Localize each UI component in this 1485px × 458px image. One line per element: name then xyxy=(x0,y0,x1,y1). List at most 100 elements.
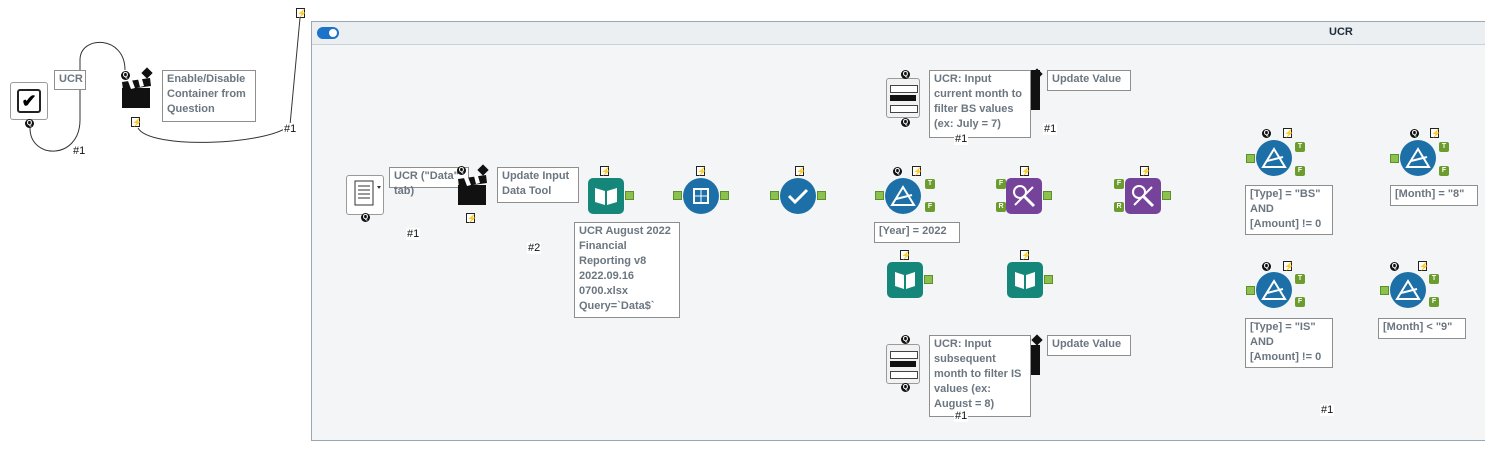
question-anchor-icon[interactable]: Q xyxy=(901,335,910,344)
bolt-icon[interactable]: ⚡ xyxy=(912,166,923,176)
bolt-icon[interactable]: ⚡ xyxy=(600,166,611,176)
bolt-icon[interactable]: ⚡ xyxy=(131,117,142,127)
question-anchor-icon[interactable]: Q xyxy=(1410,129,1419,138)
connection-label: #1 xyxy=(283,123,298,135)
clapperboard-icon xyxy=(122,78,151,108)
join-tool-1[interactable] xyxy=(1006,178,1042,214)
join-icon xyxy=(1013,185,1036,208)
text-input-tool[interactable] xyxy=(346,175,384,215)
false-anchor[interactable]: F xyxy=(1429,297,1439,307)
input-anchor[interactable] xyxy=(1390,154,1399,163)
action-tool-bottom[interactable] xyxy=(1031,345,1040,375)
question-anchor-icon[interactable]: Q xyxy=(457,166,466,175)
question-anchor-icon[interactable]: Q xyxy=(901,118,910,127)
input-anchor[interactable] xyxy=(1246,154,1255,163)
output-anchor[interactable] xyxy=(1043,191,1052,200)
container-toggle[interactable] xyxy=(317,27,339,39)
input-anchor[interactable] xyxy=(673,191,682,200)
filter-icon xyxy=(1261,279,1287,300)
filter-tool-is[interactable] xyxy=(1256,272,1292,308)
container-title: UCR xyxy=(1329,26,1353,38)
check-tool[interactable] xyxy=(780,178,816,214)
false-anchor[interactable]: F xyxy=(1439,166,1449,176)
bolt-icon[interactable]: ⚡ xyxy=(1430,128,1441,138)
check-icon xyxy=(787,188,809,205)
bolt-icon[interactable]: ⚡ xyxy=(1140,166,1151,176)
bs-filter-comment: [Type] = "BS" AND [Amount] != 0 xyxy=(1245,185,1333,235)
container-header[interactable] xyxy=(312,22,1485,45)
bolt-icon[interactable]: ⚡ xyxy=(795,166,806,176)
output-anchor[interactable] xyxy=(625,191,634,200)
input-anchor[interactable] xyxy=(1380,286,1389,295)
dropdown-tool-bottom[interactable] xyxy=(886,344,920,384)
input-data-tool[interactable] xyxy=(588,178,624,214)
bolt-icon[interactable]: ⚡ xyxy=(900,250,911,260)
update-input-comment: Update Input Data Tool xyxy=(497,167,579,203)
connection-label: #1 xyxy=(954,133,969,145)
question-anchor-icon[interactable]: Q xyxy=(1262,262,1271,271)
connection-label: #1 xyxy=(954,410,969,422)
join-tool-2[interactable] xyxy=(1125,178,1161,214)
output-anchor[interactable] xyxy=(817,191,826,200)
connection-label: #1 xyxy=(1043,123,1058,135)
input-data-tool-2[interactable] xyxy=(887,262,923,298)
right-anchor[interactable]: R xyxy=(1114,202,1124,212)
true-anchor[interactable]: T xyxy=(1439,142,1449,152)
output-anchor[interactable] xyxy=(1162,191,1171,200)
bolt-icon[interactable]: ⚡ xyxy=(1020,166,1031,176)
false-anchor[interactable]: F xyxy=(925,202,935,212)
question-anchor-icon[interactable]: Q xyxy=(361,213,370,222)
true-anchor[interactable]: T xyxy=(1295,142,1305,152)
input-file-comment: UCR August 2022 Financial Reporting v8 2… xyxy=(574,222,680,318)
input-anchor[interactable] xyxy=(875,191,884,200)
container-bolt-icon[interactable]: ⚡ xyxy=(296,8,307,18)
bolt-icon[interactable]: ⚡ xyxy=(1283,261,1294,271)
question-anchor-icon[interactable]: Q xyxy=(893,167,902,176)
filter-tool-year[interactable] xyxy=(885,178,921,214)
right-anchor[interactable]: R xyxy=(996,202,1006,212)
filter-tool-month8[interactable] xyxy=(1400,140,1436,176)
month8-filter-comment: [Month] = "8" xyxy=(1390,185,1478,206)
question-anchor-icon[interactable]: Q xyxy=(121,71,130,80)
filter-tool-month9[interactable] xyxy=(1390,272,1426,308)
bolt-icon[interactable]: ⚡ xyxy=(1418,261,1429,271)
connection-label: #1 xyxy=(406,228,421,240)
filter-tool-bs[interactable] xyxy=(1256,140,1292,176)
question-anchor-icon[interactable]: Q xyxy=(1262,129,1271,138)
true-anchor[interactable]: T xyxy=(1295,274,1305,284)
left-anchor[interactable]: F xyxy=(1114,179,1124,189)
bolt-icon[interactable]: ⚡ xyxy=(696,166,707,176)
true-anchor[interactable]: T xyxy=(925,179,935,189)
connection-label: #2 xyxy=(527,242,542,254)
input-anchor[interactable] xyxy=(770,191,779,200)
bolt-icon[interactable]: ⚡ xyxy=(1283,128,1294,138)
false-anchor[interactable]: F xyxy=(1295,166,1305,176)
true-anchor[interactable]: T xyxy=(1429,274,1439,284)
output-anchor[interactable] xyxy=(1044,275,1053,284)
checkmark-icon: ✔ xyxy=(17,89,41,113)
bolt-icon[interactable]: ⚡ xyxy=(466,213,477,223)
action-tool-left[interactable] xyxy=(120,78,154,108)
enable-disable-comment: Enable/Disable Container from Question xyxy=(162,70,256,122)
bolt-icon[interactable]: ⚡ xyxy=(1020,250,1031,260)
select-tool[interactable] xyxy=(683,178,719,214)
output-anchor[interactable] xyxy=(720,191,729,200)
action-tool-top[interactable] xyxy=(1031,70,1040,110)
false-anchor[interactable]: F xyxy=(1295,297,1305,307)
book-icon xyxy=(895,272,915,289)
output-anchor[interactable] xyxy=(924,275,933,284)
document-icon xyxy=(354,180,381,206)
question-anchor-icon[interactable]: Q xyxy=(901,70,910,79)
question-anchor-icon[interactable]: Q xyxy=(25,119,34,128)
checkbox-tool[interactable]: ✔ xyxy=(10,82,48,120)
dropdown-tool-top[interactable] xyxy=(886,78,920,118)
left-anchor[interactable]: F xyxy=(996,179,1006,189)
input-anchor[interactable] xyxy=(1246,286,1255,295)
question-anchor-icon[interactable]: Q xyxy=(901,383,910,392)
input-data-tool-3[interactable] xyxy=(1007,262,1043,298)
connection-label: #1 xyxy=(72,145,87,157)
question-anchor-icon[interactable]: Q xyxy=(1390,262,1399,271)
action-tool-mid[interactable] xyxy=(456,175,490,205)
filter-icon xyxy=(1261,147,1287,168)
